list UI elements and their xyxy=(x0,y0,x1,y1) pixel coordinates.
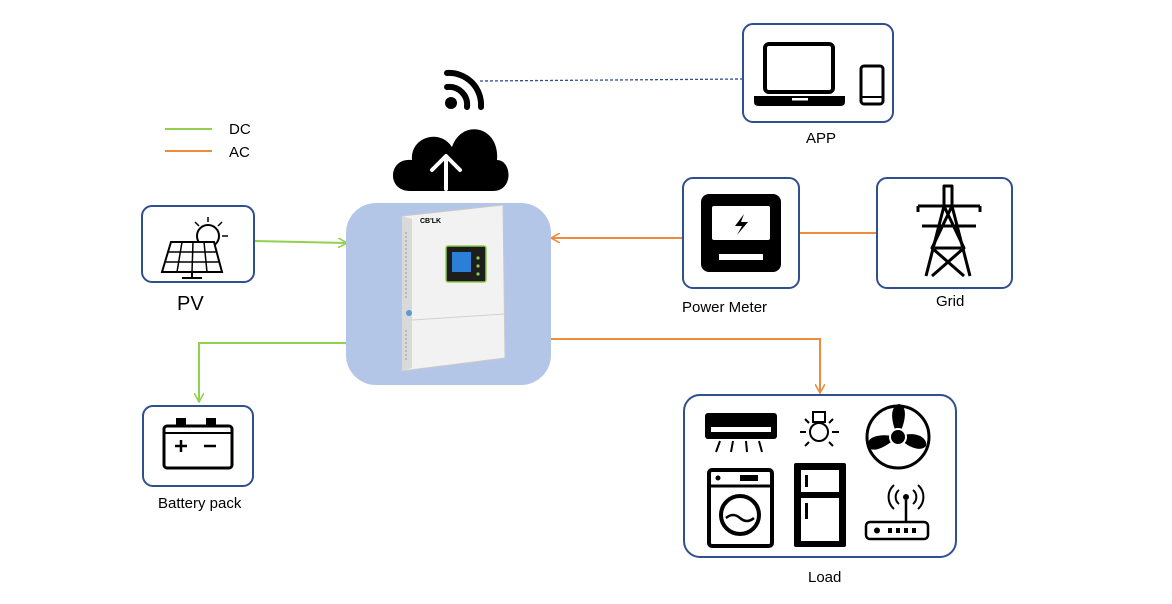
power-meter-node: Power Meter xyxy=(682,177,800,316)
power-meter-icon xyxy=(701,194,781,272)
grid-node: Grid xyxy=(876,177,1013,310)
transmission-tower-icon xyxy=(916,184,982,278)
battery-label: Battery pack xyxy=(158,495,242,512)
inverter-to-load-line xyxy=(551,338,820,392)
legend: DC AC xyxy=(165,121,251,161)
inverter-brand: CB'LK xyxy=(420,218,441,225)
app-node: APP xyxy=(742,23,894,147)
connections xyxy=(199,78,877,401)
power-meter-label: Power Meter xyxy=(682,299,767,316)
refrigerator-icon xyxy=(794,463,846,547)
light-bulb-icon xyxy=(800,411,839,447)
inverter-to-battery-line xyxy=(199,343,346,401)
inverter-node: CB'LK xyxy=(346,203,551,385)
cloud-upload-icon xyxy=(392,129,509,191)
pv-node: PV xyxy=(141,205,255,315)
wifi-icon xyxy=(444,69,485,110)
load-label: Load xyxy=(808,569,841,586)
pv-label: PV xyxy=(177,293,204,315)
load-node: Load xyxy=(683,394,957,586)
solar-panel-icon xyxy=(160,217,228,279)
washing-machine-icon xyxy=(707,468,774,548)
battery-node: Battery pack xyxy=(142,405,254,512)
laptop-phone-icon xyxy=(754,42,885,106)
pv-to-inverter-line xyxy=(254,241,346,243)
wifi-to-app-line xyxy=(479,78,744,82)
air-conditioner-icon xyxy=(705,413,777,453)
legend-ac-label: AC xyxy=(229,144,250,161)
router-icon xyxy=(864,484,930,541)
grid-label: Grid xyxy=(936,293,964,310)
battery-icon xyxy=(162,418,234,470)
app-label: APP xyxy=(806,130,836,147)
fan-icon xyxy=(865,404,931,470)
inverter-icon: CB'LK xyxy=(401,204,506,372)
legend-dc-label: DC xyxy=(229,121,251,138)
